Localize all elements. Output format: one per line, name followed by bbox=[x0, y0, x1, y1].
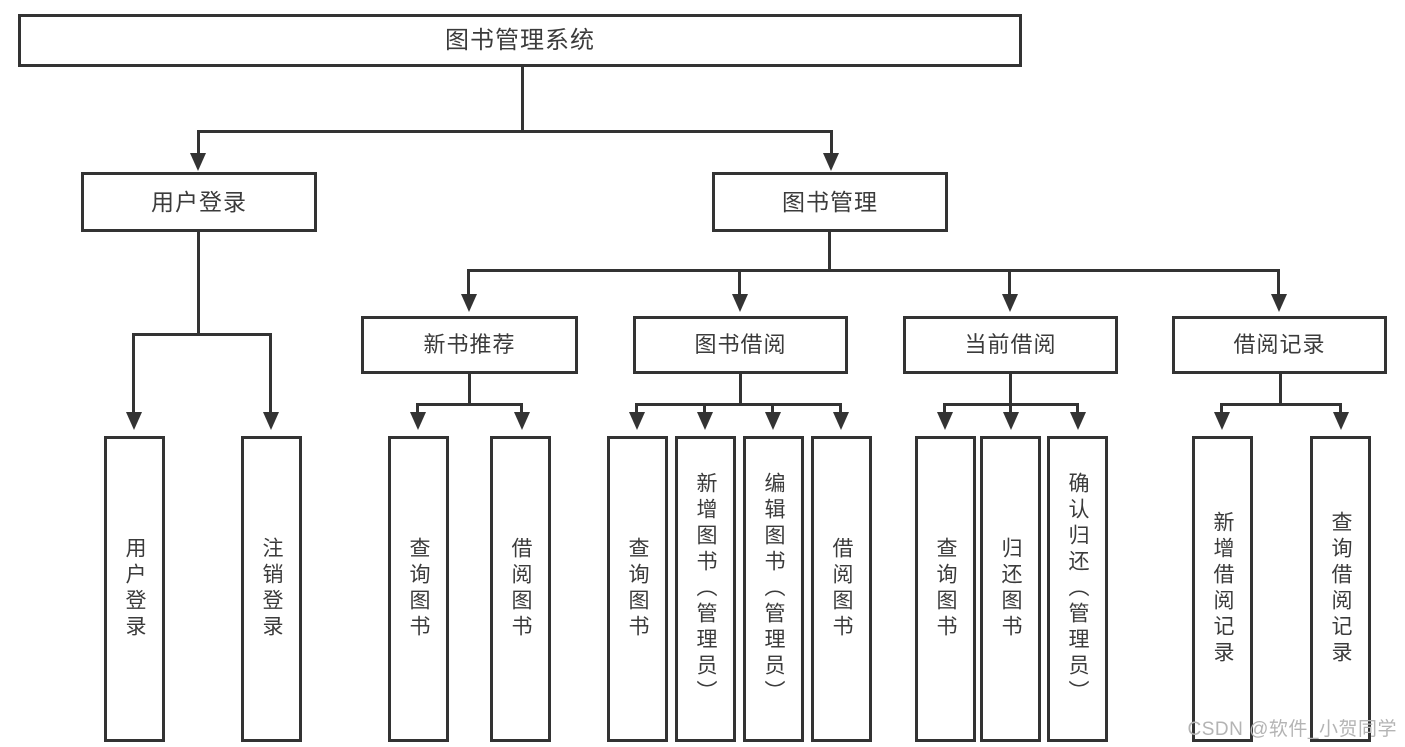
edge-record-drop-1 bbox=[1220, 403, 1223, 415]
leaf-label: 新增图书（管理员） bbox=[694, 472, 717, 706]
node-label: 图书管理系统 bbox=[445, 26, 595, 54]
arrow-newbook-to-borrow bbox=[514, 412, 530, 430]
arrow-borrow-to-lend bbox=[833, 412, 849, 430]
edge-current-stem bbox=[1009, 374, 1012, 406]
leaf-label: 编辑图书（管理员） bbox=[762, 472, 785, 706]
edge-borrow-drop-1 bbox=[635, 403, 638, 415]
leaf-label: 查询图书 bbox=[934, 537, 957, 641]
edge-root-to-user-drop bbox=[197, 130, 200, 157]
leaf-label: 确认归还（管理员） bbox=[1066, 472, 1089, 706]
leaf-label: 借阅图书 bbox=[509, 537, 532, 641]
leaf-label: 查询图书 bbox=[626, 537, 649, 641]
edge-borrow-stem bbox=[739, 374, 742, 406]
node-root-system[interactable]: 图书管理系统 bbox=[18, 14, 1022, 67]
leaf-borrow-edit-book-admin[interactable]: 编辑图书（管理员） bbox=[743, 436, 804, 742]
node-user-login[interactable]: 用户登录 bbox=[81, 172, 317, 232]
edge-user-stem bbox=[197, 232, 200, 336]
edge-book-drop-2 bbox=[738, 269, 741, 297]
leaf-record-query-record[interactable]: 查询借阅记录 bbox=[1310, 436, 1371, 742]
leaf-newbook-query-book[interactable]: 查询图书 bbox=[388, 436, 449, 742]
leaf-label: 新增借阅记录 bbox=[1211, 511, 1234, 667]
leaf-newbook-borrow-book[interactable]: 借阅图书 bbox=[490, 436, 551, 742]
edge-newbook-drop-2 bbox=[520, 403, 523, 415]
edge-root-to-book-drop bbox=[830, 130, 833, 157]
edge-user-drop-1 bbox=[132, 333, 135, 415]
arrow-record-to-add bbox=[1214, 412, 1230, 430]
leaf-borrow-add-book-admin[interactable]: 新增图书（管理员） bbox=[675, 436, 736, 742]
arrow-book-to-record bbox=[1271, 294, 1287, 312]
node-book-borrow[interactable]: 图书借阅 bbox=[633, 316, 848, 374]
node-label: 借阅记录 bbox=[1233, 332, 1326, 358]
node-label: 图书借阅 bbox=[694, 332, 787, 358]
node-label: 图书管理 bbox=[782, 188, 878, 215]
arrow-user-to-login bbox=[126, 412, 142, 430]
leaf-current-return-book[interactable]: 归还图书 bbox=[980, 436, 1041, 742]
node-new-book-recommend[interactable]: 新书推荐 bbox=[361, 316, 578, 374]
edge-newbook-drop-1 bbox=[416, 403, 419, 415]
edge-current-drop-2 bbox=[1009, 403, 1012, 415]
arrow-user-to-logout bbox=[263, 412, 279, 430]
arrow-book-to-current bbox=[1002, 294, 1018, 312]
edge-user-bus bbox=[132, 333, 272, 336]
edge-borrow-drop-2 bbox=[703, 403, 706, 415]
arrow-current-to-query bbox=[937, 412, 953, 430]
leaf-label: 用户登录 bbox=[123, 537, 146, 641]
arrow-current-to-confirm bbox=[1070, 412, 1086, 430]
arrow-borrow-to-add bbox=[697, 412, 713, 430]
edge-borrow-bus bbox=[635, 403, 842, 406]
node-label: 当前借阅 bbox=[964, 332, 1057, 358]
edge-record-drop-2 bbox=[1339, 403, 1342, 415]
leaf-record-add-record[interactable]: 新增借阅记录 bbox=[1192, 436, 1253, 742]
leaf-borrow-query-book[interactable]: 查询图书 bbox=[607, 436, 668, 742]
arrow-borrow-to-query bbox=[629, 412, 645, 430]
node-label: 用户登录 bbox=[151, 188, 247, 215]
edge-record-stem bbox=[1279, 374, 1282, 406]
leaf-current-query-book[interactable]: 查询图书 bbox=[915, 436, 976, 742]
edge-current-drop-3 bbox=[1076, 403, 1079, 415]
edge-user-drop-2 bbox=[269, 333, 272, 415]
leaf-borrow-lend-book[interactable]: 借阅图书 bbox=[811, 436, 872, 742]
leaf-current-confirm-return-admin[interactable]: 确认归还（管理员） bbox=[1047, 436, 1108, 742]
leaf-label: 归还图书 bbox=[999, 537, 1022, 641]
node-label: 新书推荐 bbox=[423, 332, 516, 358]
leaf-user-logout[interactable]: 注销登录 bbox=[241, 436, 302, 742]
arrow-book-to-newbook bbox=[461, 294, 477, 312]
arrow-root-to-user bbox=[190, 153, 206, 171]
leaf-label: 借阅图书 bbox=[830, 537, 853, 641]
edge-record-bus bbox=[1220, 403, 1342, 406]
arrow-record-to-query bbox=[1333, 412, 1349, 430]
leaf-label: 查询图书 bbox=[407, 537, 430, 641]
arrow-borrow-to-edit bbox=[765, 412, 781, 430]
edge-newbook-bus bbox=[416, 403, 523, 406]
edge-root-stem bbox=[521, 67, 524, 130]
edge-book-drop-3 bbox=[1008, 269, 1011, 297]
edge-root-bus bbox=[197, 130, 833, 133]
edge-book-drop-1 bbox=[467, 269, 470, 297]
edge-borrow-drop-3 bbox=[771, 403, 774, 415]
edge-book-bus bbox=[467, 269, 1279, 272]
leaf-label: 注销登录 bbox=[260, 537, 283, 641]
edge-current-drop-1 bbox=[943, 403, 946, 415]
edge-borrow-drop-4 bbox=[839, 403, 842, 415]
node-current-borrow[interactable]: 当前借阅 bbox=[903, 316, 1118, 374]
edge-newbook-stem bbox=[468, 374, 471, 406]
arrow-newbook-to-query bbox=[410, 412, 426, 430]
arrow-current-to-return bbox=[1003, 412, 1019, 430]
node-book-management[interactable]: 图书管理 bbox=[712, 172, 948, 232]
edge-book-drop-4 bbox=[1277, 269, 1280, 297]
edge-book-stem bbox=[828, 232, 831, 272]
arrow-book-to-borrow bbox=[732, 294, 748, 312]
node-borrow-record[interactable]: 借阅记录 bbox=[1172, 316, 1387, 374]
leaf-label: 查询借阅记录 bbox=[1329, 511, 1352, 667]
arrow-root-to-book bbox=[823, 153, 839, 171]
leaf-user-login[interactable]: 用户登录 bbox=[104, 436, 165, 742]
